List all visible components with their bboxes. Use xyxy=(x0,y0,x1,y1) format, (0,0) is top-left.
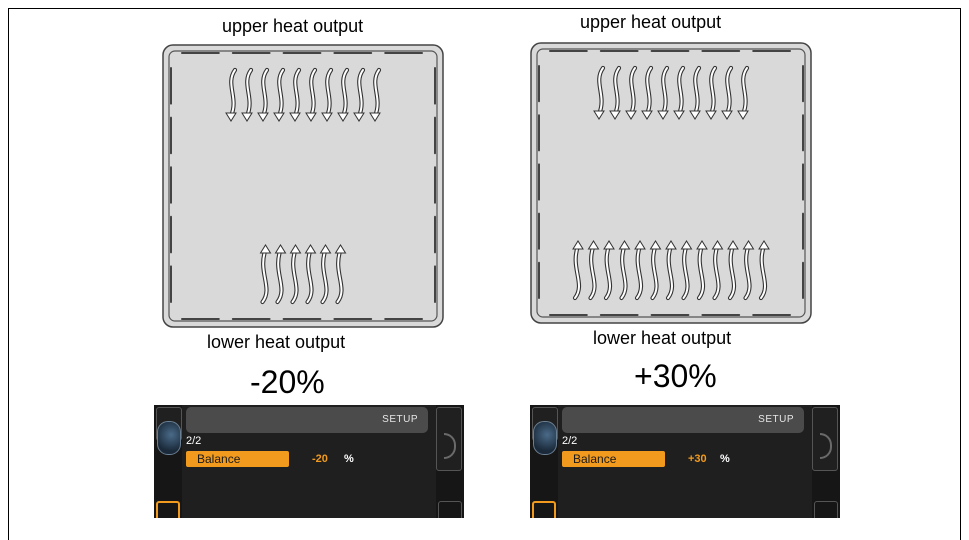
heat-arrow-down-icon xyxy=(353,67,366,122)
balance-unit: % xyxy=(344,453,354,465)
heat-arrow-up-icon xyxy=(319,244,332,305)
heat-arrow-up-icon xyxy=(334,244,347,305)
globe-icon xyxy=(533,421,557,455)
right-control-display: SETUP 2/2 Balance +30 % xyxy=(530,405,840,518)
heat-arrow-up-icon xyxy=(680,240,693,301)
right-oven-cavity xyxy=(530,42,812,324)
heat-arrow-down-icon xyxy=(369,67,382,122)
heat-arrow-up-icon xyxy=(304,244,317,305)
heat-arrow-down-icon xyxy=(241,67,254,122)
heat-arrow-up-icon xyxy=(665,240,677,301)
heat-arrow-up-icon xyxy=(618,240,631,301)
heat-arrow-up-icon xyxy=(289,244,302,305)
heat-arrow-up-icon xyxy=(727,240,739,301)
balance-unit: % xyxy=(720,453,730,465)
heat-arrow-up-icon xyxy=(711,240,724,301)
left-control-display: SETUP 2/2 Balance -20 % xyxy=(154,405,464,518)
heat-arrow-down-icon xyxy=(625,65,638,120)
heat-arrow-up-icon xyxy=(587,240,600,301)
heat-arrow-down-icon xyxy=(609,65,622,120)
right-percent: +30% xyxy=(634,358,717,394)
right-upper-label: upper heat output xyxy=(580,12,722,32)
heat-arrow-up-icon xyxy=(603,240,615,301)
left-oven-cavity xyxy=(162,44,444,328)
heat-arrow-down-icon xyxy=(273,67,286,122)
heat-arrow-up-icon xyxy=(572,240,584,301)
setup-header: SETUP xyxy=(186,407,428,433)
setup-title: SETUP xyxy=(382,414,418,425)
heat-arrow-down-icon xyxy=(321,67,334,122)
heat-arrow-down-icon xyxy=(641,65,654,120)
heat-arrow-up-icon xyxy=(259,244,272,305)
heat-arrow-down-icon xyxy=(337,67,350,122)
bottom-left-button[interactable] xyxy=(156,501,180,518)
balance-setting[interactable]: Balance xyxy=(186,451,289,467)
balance-label: Balance xyxy=(197,452,241,466)
balance-value: +30 xyxy=(688,453,707,465)
left-upper-label: upper heat output xyxy=(222,16,364,36)
heat-arrow-up-icon xyxy=(758,240,770,301)
page-indicator: 2/2 xyxy=(562,435,578,447)
heat-arrow-down-icon xyxy=(657,65,670,120)
left-lower-label: lower heat output xyxy=(207,332,346,352)
heat-arrow-down-icon xyxy=(593,65,606,120)
globe-icon xyxy=(157,421,181,455)
heat-arrow-down-icon xyxy=(673,65,686,120)
setup-title: SETUP xyxy=(758,414,794,425)
diagram-frame xyxy=(8,8,961,540)
heat-arrow-up-icon xyxy=(274,244,287,305)
balance-setting[interactable]: Balance xyxy=(562,451,665,467)
left-percent: -20% xyxy=(250,364,325,400)
heat-arrow-down-icon xyxy=(257,67,270,122)
cavity-outer-wall xyxy=(162,44,444,328)
heat-arrow-down-icon xyxy=(289,67,302,122)
heat-arrow-up-icon xyxy=(742,240,755,301)
bottom-left-button[interactable] xyxy=(532,501,556,518)
cavity-inner-wall xyxy=(536,48,806,318)
heat-arrow-down-icon xyxy=(225,67,238,122)
heat-arrow-down-icon xyxy=(705,65,718,120)
heat-arrow-down-icon xyxy=(689,65,702,120)
setup-header: SETUP xyxy=(562,407,804,433)
heat-arrow-up-icon xyxy=(696,240,708,301)
heat-arrow-up-icon xyxy=(649,240,662,301)
balance-value: -20 xyxy=(312,453,328,465)
heat-arrow-down-icon xyxy=(721,65,734,120)
heat-arrow-down-icon xyxy=(305,67,318,122)
bottom-right-button[interactable] xyxy=(438,501,462,518)
heat-arrow-down-icon xyxy=(737,65,750,120)
cavity-inner-wall xyxy=(168,50,438,322)
right-lower-label: lower heat output xyxy=(593,328,732,348)
balance-label: Balance xyxy=(573,452,617,466)
page-indicator: 2/2 xyxy=(186,435,202,447)
bottom-right-button[interactable] xyxy=(814,501,838,518)
heat-arrow-up-icon xyxy=(634,240,646,301)
